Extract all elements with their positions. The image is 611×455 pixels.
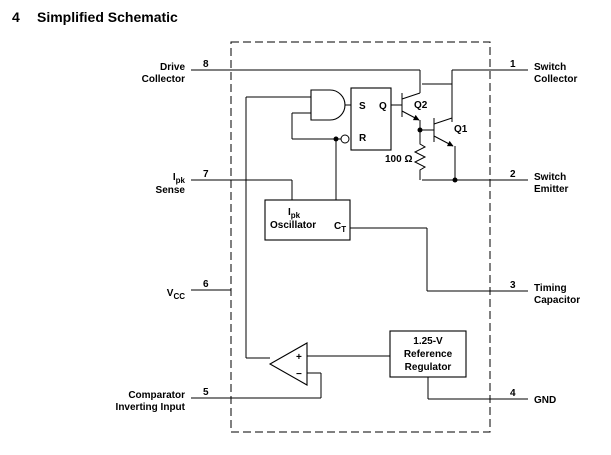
q1-transistor: Q1 (433, 117, 468, 147)
oscillator-label-line1: Ipk (288, 207, 301, 220)
section-title: Simplified Schematic (37, 9, 178, 25)
pin-3-label-line2: Capacitor (534, 295, 580, 306)
resistor-label: 100 Ω (385, 154, 412, 165)
pin-1-label-line2: Collector (534, 74, 577, 85)
pin-8-drive-collector: 8 Drive Collector (142, 59, 421, 93)
q1-label: Q1 (454, 124, 468, 135)
comparator: + − (268, 342, 308, 386)
resistor-100-ohm: 100 Ω (385, 130, 427, 180)
reference-regulator: 1.25-V Reference Regulator (389, 330, 467, 378)
pin-5-number: 5 (203, 387, 209, 398)
oscillator-ct-label: CT (334, 221, 346, 234)
pin-2-label-line2: Emitter (534, 184, 569, 195)
pin-7-label-line2: Sense (156, 185, 186, 196)
reference-label-line2: Reference (404, 349, 453, 360)
pin-4-label: GND (534, 395, 556, 406)
pin-3-label-line1: Timing (534, 283, 567, 294)
pin-1-label-line1: Switch (534, 62, 566, 73)
reset-inversion-bubble (340, 134, 350, 144)
comparator-minus-label: − (296, 369, 302, 380)
latch-q-label: Q (379, 101, 387, 112)
pin-6-label: VCC (167, 288, 185, 301)
pin-8-label-line1: Drive (160, 62, 185, 73)
pin-7-ipk-sense: 7 Ipk Sense (156, 169, 293, 200)
pin-3-timing-capacitor: 3 Timing Capacitor (349, 227, 580, 306)
sr-latch: S R Q (350, 87, 392, 151)
reference-label-line1: 1.25-V (413, 336, 443, 347)
pin-1-number: 1 (510, 59, 516, 70)
pin-3-number: 3 (510, 280, 516, 291)
pin-2-switch-emitter: 2 Switch Emitter (422, 169, 569, 195)
and-gate (310, 89, 351, 121)
pin-5-comparator-input: 5 Comparator Inverting Input (116, 372, 322, 413)
pin-8-number: 8 (203, 59, 209, 70)
comparator-plus-label: + (296, 352, 302, 363)
pin-7-label-line1: Ipk (173, 172, 186, 185)
q2-label: Q2 (414, 100, 428, 111)
pin-7-number: 7 (203, 169, 209, 180)
reference-label-line3: Regulator (405, 362, 452, 373)
pin-2-label-line1: Switch (534, 172, 566, 183)
pin-6-vcc: 6 VCC (167, 279, 231, 301)
oscillator-label-line2: Oscillator (270, 220, 316, 231)
pin-5-label-line1: Comparator (128, 390, 185, 401)
pin-4-number: 4 (510, 388, 516, 399)
latch-s-label: S (359, 101, 366, 112)
pin-2-number: 2 (510, 169, 516, 180)
pin-8-label-line2: Collector (142, 74, 185, 85)
pin-4-gnd: 4 GND (427, 377, 556, 406)
pin-6-number: 6 (203, 279, 209, 290)
ipk-oscillator: Ipk Oscillator CT (264, 199, 351, 241)
pin-5-label-line2: Inverting Input (116, 402, 186, 413)
q2-transistor: Q2 (401, 92, 428, 121)
section-number: 4 (12, 9, 20, 25)
pin-1-switch-collector: 1 Switch Collector (422, 59, 577, 122)
latch-r-label: R (359, 133, 367, 144)
